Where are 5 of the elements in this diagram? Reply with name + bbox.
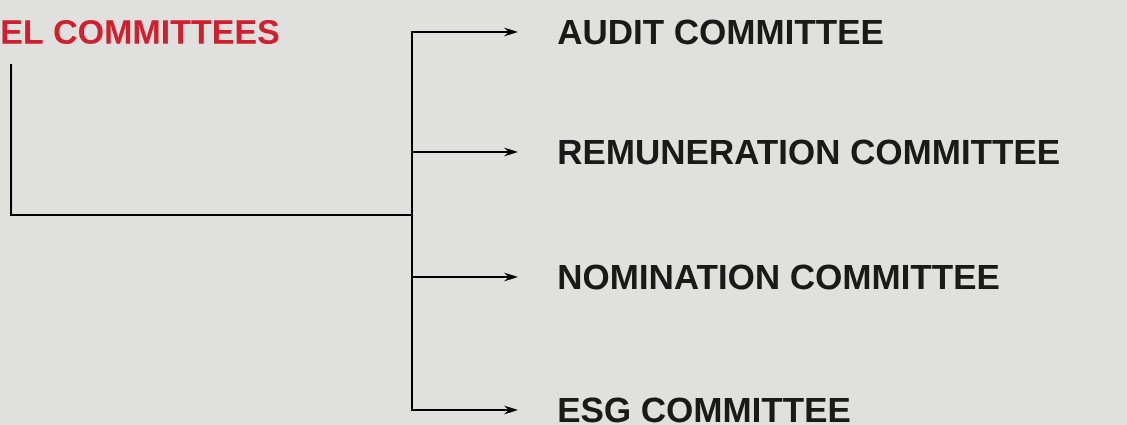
committee-label: EL COMMITTEES [2, 19, 279, 45]
committee-label: ESG COMMITTEE [559, 397, 850, 423]
committee-label: NOMINATION COMMITTEE [559, 264, 999, 290]
committee-label: REMUNERATION COMMITTEE [559, 139, 1059, 165]
committee-label: AUDIT COMMITTEE [558, 19, 883, 45]
